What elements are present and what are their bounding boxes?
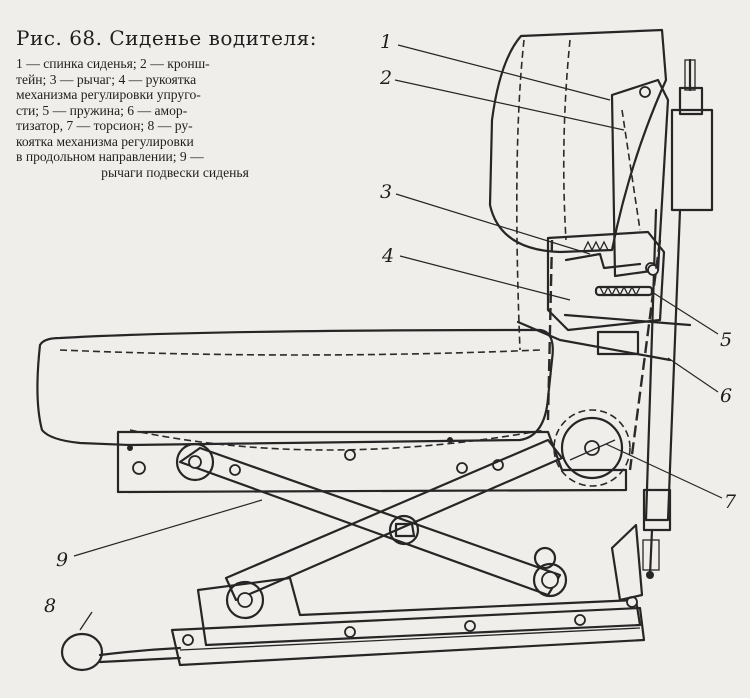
caption-title: Рис. 68. Сиденье водителя: [16,26,317,50]
caption-line: в продольном направлении; 9 — [16,149,204,164]
callout-8: 8 [44,595,56,617]
suspension-levers [175,438,568,620]
torsion-bar [553,409,631,487]
callout-2: 2 [379,67,392,89]
callout-1: 1 [380,31,392,53]
callout-6: 6 [720,385,732,407]
adjust-mechanism [516,230,692,471]
callout-4: 4 [381,245,394,267]
callout-7: 7 [724,491,737,513]
seat-back [488,28,668,351]
caption-line: сти; 5 — пружина; 6 — амор- [16,102,188,118]
seat-cushion [36,328,554,451]
slide-rails [170,523,646,667]
shock-absorber [642,58,714,579]
callout-5: 5 [720,329,732,351]
callout-9: 9 [56,549,68,571]
caption-legend: 1 — спинка сиденья; 2 — кронш- тейн; 3 —… [16,56,334,180]
caption-line: 1 — спинка сиденья; 2 — кронш- [16,56,210,71]
seat-frame [116,430,628,494]
adjust-handle [60,611,182,672]
caption-line: механизма регулировки упруго- [16,87,201,102]
caption-line: рычаги подвески сиденья [101,164,249,180]
callout-3: 3 [380,181,392,203]
caption-line: коятка механизма регулировки [16,133,194,149]
caption-line: тизатор, 7 — торсион; 8 — ру- [16,118,193,133]
caption-line: тейн; 3 — рычаг; 4 — рукоятка [16,71,197,87]
leader-lines [73,44,723,557]
figure-caption: Рис. 68. Сиденье водителя: 1 — спинка си… [16,26,334,180]
